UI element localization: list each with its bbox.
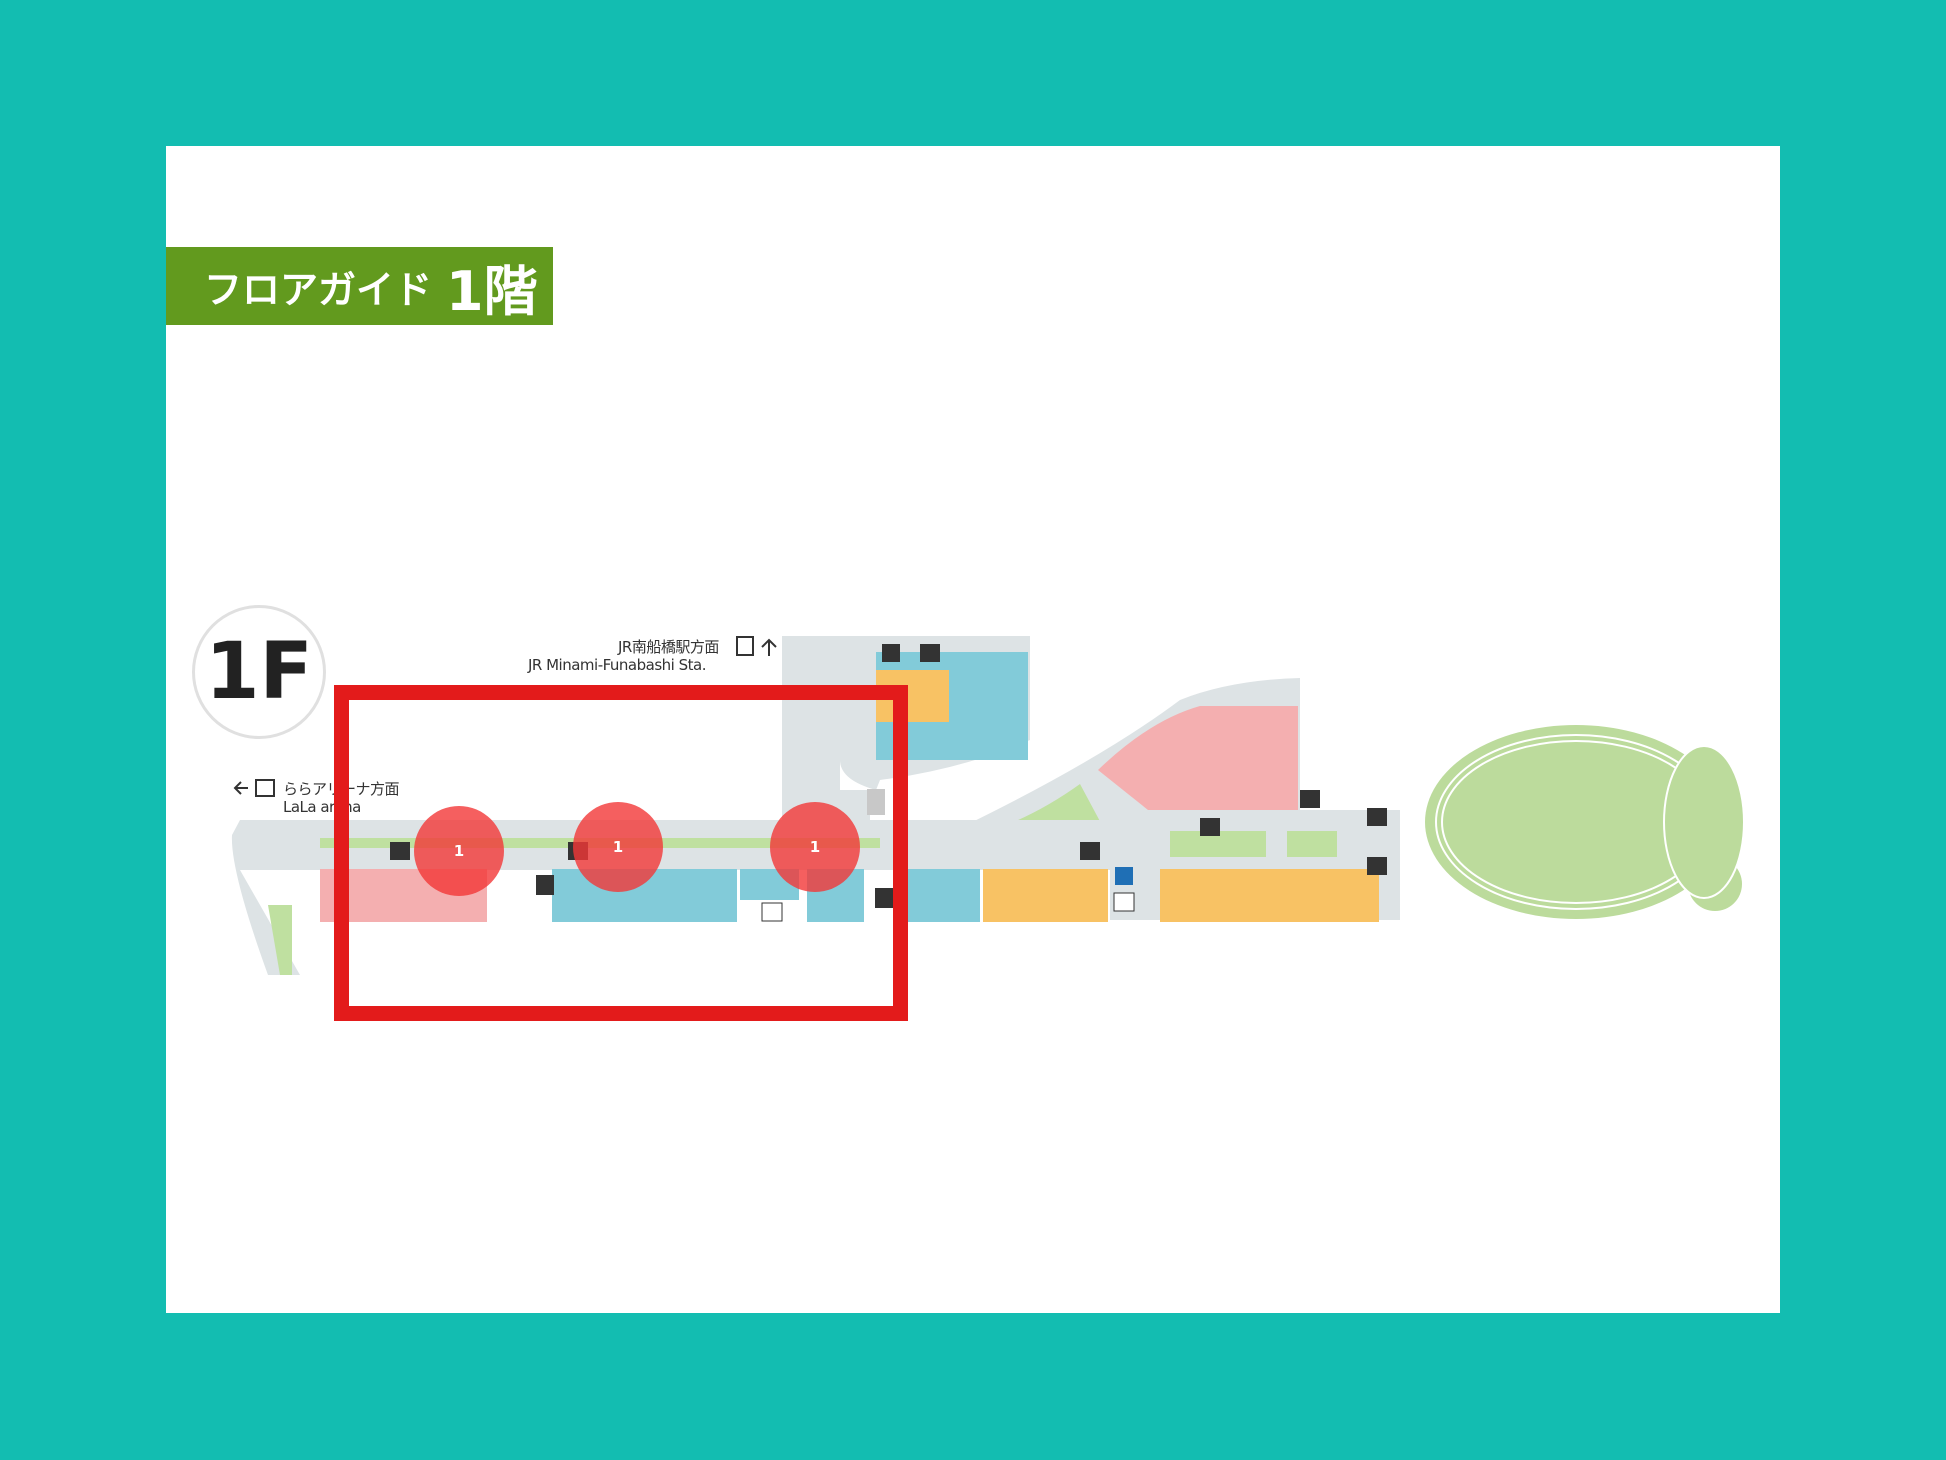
shop-blue-4 — [906, 869, 980, 922]
accessible-icon — [1300, 790, 1320, 808]
arrow-left-icon — [233, 781, 248, 795]
stadium — [1425, 725, 1745, 919]
green-edge-west — [268, 905, 292, 975]
elevator-block — [867, 789, 885, 815]
arrow-up-icon — [761, 638, 777, 656]
restroom-icon — [761, 902, 783, 922]
train-icon — [736, 636, 754, 656]
stairs-icon-north — [882, 644, 900, 662]
escalator-icon-4 — [1080, 842, 1100, 860]
escalator-icon — [390, 842, 410, 860]
escalator-icon-north — [920, 644, 940, 662]
highlight-box — [334, 685, 908, 1021]
bus-icon — [255, 779, 275, 797]
green-patch-2 — [1287, 831, 1337, 857]
map-marker[interactable]: 1 — [573, 802, 663, 892]
map-marker[interactable]: 1 — [414, 806, 504, 896]
banner-floor: 1階 — [446, 259, 538, 323]
floor-badge: 1F — [192, 605, 326, 739]
jr-label-en: JR Minami-Funabashi Sta. — [528, 656, 706, 674]
escalator-icon-3 — [875, 888, 893, 908]
escalator-icon-5 — [1200, 818, 1220, 836]
banner-title: フロアガイド — [204, 267, 433, 312]
restroom-icon-east — [1113, 892, 1135, 912]
map-marker[interactable]: 1 — [770, 802, 860, 892]
jr-label-jp: JR南船橋駅方面 — [618, 638, 719, 656]
floor-guide-banner: フロアガイド 1階 — [166, 247, 553, 325]
shop-orange-2 — [1160, 869, 1379, 922]
shop-orange-1 — [983, 869, 1108, 922]
shop-pink-east — [1098, 706, 1298, 810]
elevator-icon — [1115, 867, 1133, 885]
floor-badge-text: 1F — [205, 627, 313, 717]
escalator-icon-7 — [1367, 857, 1387, 875]
main-corridor — [231, 820, 1400, 975]
stairs-icon — [536, 875, 554, 895]
escalator-icon-6 — [1367, 808, 1387, 826]
